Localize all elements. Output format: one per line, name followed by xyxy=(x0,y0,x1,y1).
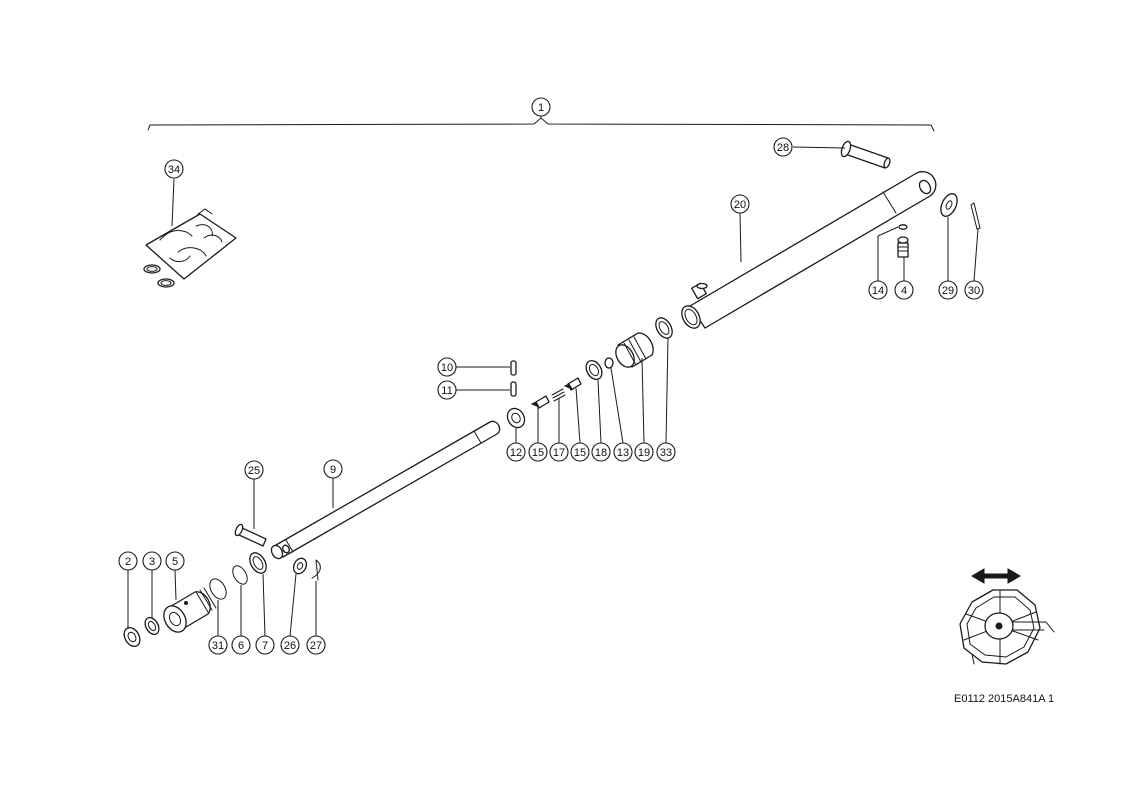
callout-label: 29 xyxy=(942,285,954,297)
callout-26: 26 xyxy=(280,635,300,655)
callout-12: 12 xyxy=(506,442,526,462)
callout-label: 27 xyxy=(310,640,322,652)
seal-kit-bag xyxy=(143,208,237,288)
callout-15a: 15 xyxy=(528,442,548,462)
callout-30: 30 xyxy=(964,280,984,300)
gland-5 xyxy=(163,587,217,633)
callout-label: 17 xyxy=(553,447,565,459)
callout-7: 7 xyxy=(255,635,275,655)
callout-11: 11 xyxy=(437,380,457,400)
callout-label: 2 xyxy=(125,556,131,568)
callout-label: 30 xyxy=(968,285,980,297)
rod-seal-2 xyxy=(123,627,141,647)
callout-20: 20 xyxy=(730,194,750,214)
backup-ring-3 xyxy=(144,616,160,636)
callout-label: 6 xyxy=(238,640,244,652)
callout-label: 11 xyxy=(441,385,452,397)
callout-18: 18 xyxy=(591,442,611,462)
piston-19 xyxy=(615,332,654,368)
callout-1: 1 xyxy=(531,97,551,117)
callout-label: 10 xyxy=(441,362,453,374)
grease-nipple-4 xyxy=(897,236,909,258)
callout-31: 31 xyxy=(208,635,228,655)
snap-ring-6 xyxy=(232,565,248,585)
washer-29 xyxy=(940,193,958,217)
clevis-pin-25 xyxy=(234,523,267,547)
assembly-brace xyxy=(147,116,935,132)
callout-25: 25 xyxy=(244,460,264,480)
r-clip-27 xyxy=(311,559,321,581)
drawing-code: E0112 2015A841A 1 xyxy=(954,693,1055,705)
callout-label: 19 xyxy=(638,447,650,459)
callout-label: 5 xyxy=(172,556,178,568)
callout-33: 33 xyxy=(656,442,676,462)
wear-ring-18 xyxy=(585,360,603,380)
callout-label: 28 xyxy=(777,142,789,154)
pivot-pin-28 xyxy=(840,140,891,169)
callout-label: 18 xyxy=(595,447,607,459)
split-pin-30 xyxy=(970,202,981,230)
cylinder-barrel xyxy=(681,171,937,329)
oring-14 xyxy=(898,224,908,230)
piston-rod-9 xyxy=(270,420,501,560)
callout-label: 15 xyxy=(532,447,544,459)
callout-label: 26 xyxy=(284,640,296,652)
callout-19: 19 xyxy=(634,442,654,462)
wiper-7 xyxy=(249,552,267,574)
callout-label: 1 xyxy=(538,102,544,114)
callout-34: 34 xyxy=(164,159,184,179)
valve-cone-15b xyxy=(530,395,550,409)
callout-9: 9 xyxy=(323,459,343,479)
callout-label: 15 xyxy=(574,447,586,459)
callout-15b: 15 xyxy=(570,442,590,462)
double-arrow-icon xyxy=(971,568,1021,584)
callout-label: 7 xyxy=(262,640,268,652)
callout-label: 14 xyxy=(872,285,884,297)
callout-label: 4 xyxy=(901,285,907,297)
callout-6: 6 xyxy=(231,635,251,655)
piston-nut-12 xyxy=(506,407,526,429)
callout-27: 27 xyxy=(306,635,326,655)
callout-14: 14 xyxy=(868,280,888,300)
pin-11 xyxy=(510,381,517,397)
callout-10: 10 xyxy=(437,357,457,377)
washer-26 xyxy=(292,557,308,575)
callout-label: 12 xyxy=(510,447,522,459)
oring-31 xyxy=(209,578,227,600)
callout-label: 33 xyxy=(660,447,672,459)
callout-label: 13 xyxy=(617,447,629,459)
callout-2: 2 xyxy=(118,551,138,571)
callout-3: 3 xyxy=(142,551,162,571)
callouts: 1 34 28 20 14 4 29 30 10 11 12 15 17 15 … xyxy=(118,97,984,655)
callout-28: 28 xyxy=(773,137,793,157)
callout-label: 34 xyxy=(168,164,180,176)
valve-cone-15a xyxy=(563,377,582,391)
seal-ring-33 xyxy=(655,317,673,339)
callout-17: 17 xyxy=(549,442,569,462)
callout-label: 20 xyxy=(734,199,746,211)
callout-4: 4 xyxy=(894,280,914,300)
callout-label: 25 xyxy=(248,465,260,477)
callout-label: 9 xyxy=(330,464,336,476)
pin-10 xyxy=(510,360,517,376)
callout-label: 3 xyxy=(149,556,155,568)
leader-lines xyxy=(127,146,979,637)
callout-5: 5 xyxy=(165,551,185,571)
callout-29: 29 xyxy=(938,280,958,300)
callout-13: 13 xyxy=(613,442,633,462)
callout-label: 31 xyxy=(212,640,224,652)
machine-location-icon xyxy=(959,589,1055,665)
oring-13 xyxy=(604,357,614,369)
